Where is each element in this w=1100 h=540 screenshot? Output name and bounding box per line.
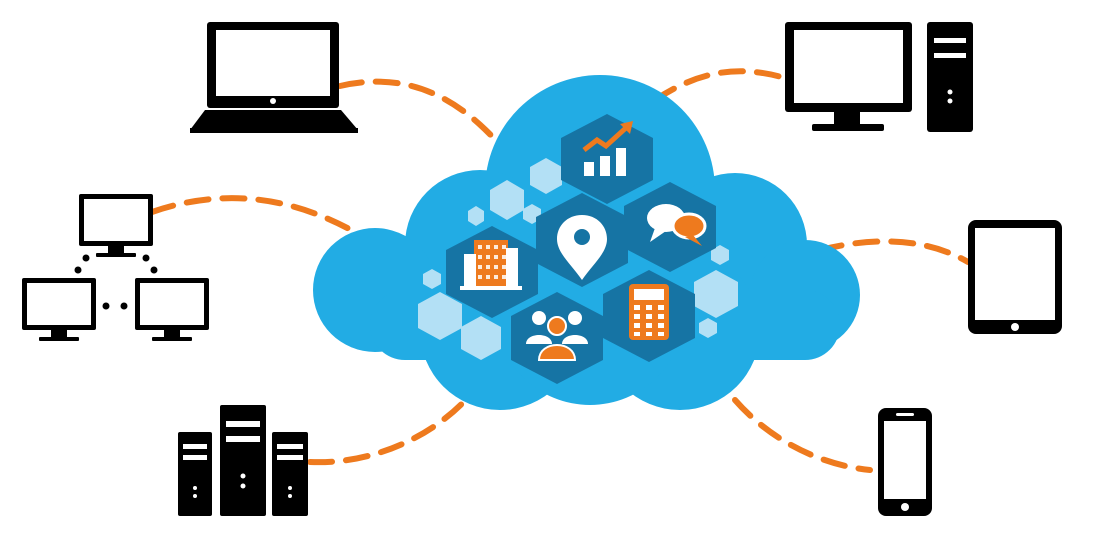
connector-phone — [732, 397, 873, 473]
user-group-icon — [526, 311, 588, 361]
laptop-icon — [190, 22, 358, 133]
connector-network — [149, 195, 363, 238]
service-building — [446, 226, 538, 318]
connectors — [149, 68, 971, 473]
cloud-hub — [313, 75, 860, 410]
connector-laptop — [337, 78, 503, 148]
tablet-icon — [968, 220, 1062, 334]
service-growth — [561, 114, 653, 204]
connector-servers — [307, 392, 473, 466]
connector-tablet — [817, 238, 971, 265]
location-pin-icon — [557, 215, 607, 280]
desktop-tower-icon — [785, 22, 973, 132]
service-users — [511, 292, 603, 384]
decorative-hexagons — [418, 158, 738, 360]
chat-bubbles-icon — [647, 204, 707, 246]
office-building-icon — [460, 240, 522, 290]
network-link-dots — [74, 254, 158, 310]
service-chat — [624, 182, 716, 272]
network-monitor-right — [135, 278, 209, 341]
server-rack-icon — [178, 405, 308, 516]
connector-desktop — [652, 68, 788, 103]
calculator-icon — [629, 284, 669, 340]
network-computers-icon — [22, 194, 209, 341]
service-location — [536, 193, 628, 287]
service-calculator — [603, 270, 695, 362]
network-monitor-left — [22, 278, 96, 341]
network-monitor-top — [79, 194, 153, 257]
growth-chart-icon — [582, 121, 633, 176]
smartphone-icon — [878, 408, 932, 516]
